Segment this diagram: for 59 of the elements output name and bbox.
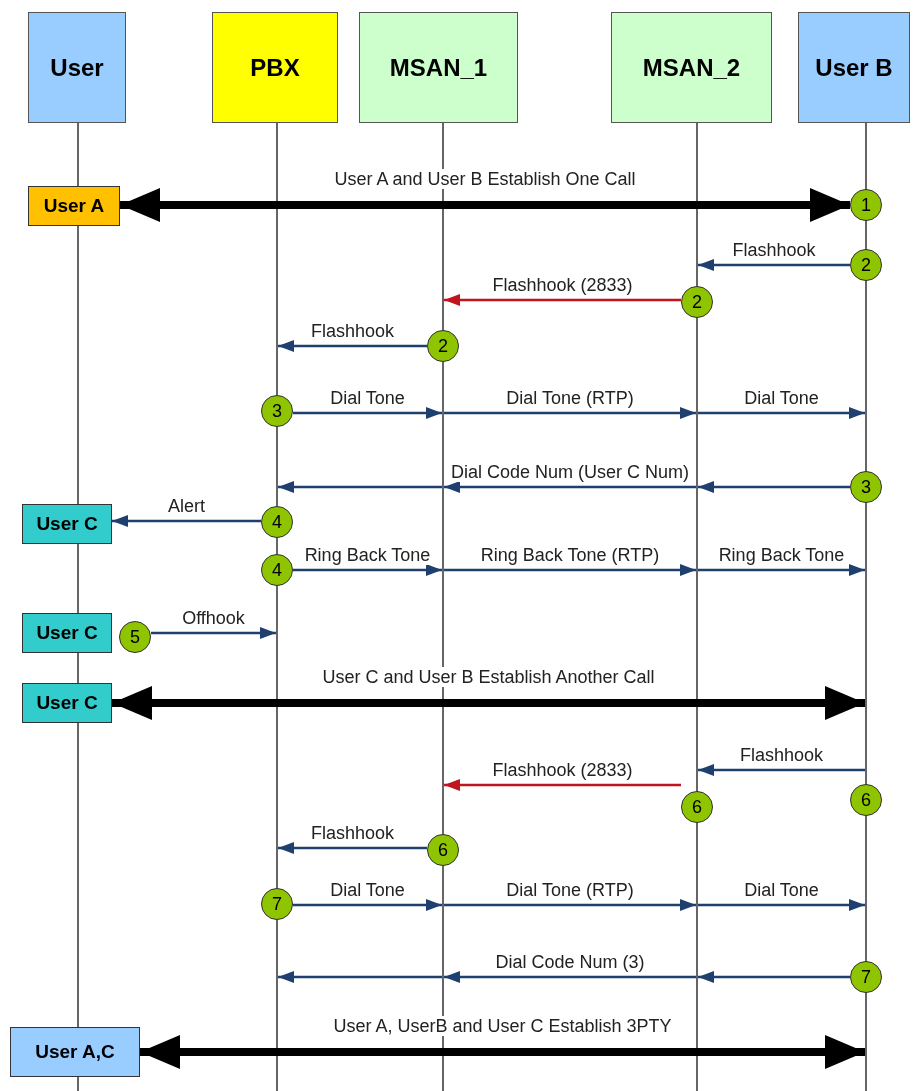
lifeline — [276, 123, 278, 1091]
participant-box: User — [28, 12, 126, 123]
lifeline — [442, 123, 444, 1091]
step-circle: 5 — [119, 621, 151, 653]
arrow — [444, 481, 696, 493]
arrow — [444, 899, 696, 911]
arrow — [444, 407, 696, 419]
arrow — [112, 515, 261, 527]
participant-box: PBX — [212, 12, 338, 123]
arrow — [120, 188, 850, 222]
arrow — [278, 481, 442, 493]
arrow — [151, 627, 276, 639]
participant-box: MSAN_2 — [611, 12, 772, 123]
lifeline — [696, 123, 698, 1091]
step-circle: 6 — [850, 784, 882, 816]
arrow — [444, 779, 681, 791]
arrow — [278, 842, 427, 854]
edge-label: Dial Code Num (3) — [493, 952, 647, 972]
arrow — [444, 971, 696, 983]
edge-label: Flashhook (2833) — [490, 760, 635, 780]
arrow — [444, 294, 681, 306]
arrow — [698, 971, 850, 983]
participant-box: User B — [798, 12, 910, 123]
arrow — [293, 899, 442, 911]
arrow — [293, 564, 442, 576]
participant-box: User A,C — [10, 1027, 140, 1077]
step-circle: 6 — [681, 791, 713, 823]
step-circle: 2 — [850, 249, 882, 281]
arrow — [278, 340, 427, 352]
participant-box: User A — [28, 186, 120, 226]
arrow — [698, 564, 865, 576]
step-circle: 1 — [850, 189, 882, 221]
participant-box: User C — [22, 683, 112, 723]
step-circle: 7 — [261, 888, 293, 920]
arrow — [698, 764, 865, 776]
edge-label: User A, UserB and User C Establish 3PTY — [331, 1016, 674, 1036]
edge-label: User A and User B Establish One Call — [332, 169, 638, 189]
arrow — [698, 899, 865, 911]
participant-box: User C — [22, 613, 112, 653]
arrow — [698, 481, 850, 493]
participant-box: MSAN_1 — [359, 12, 518, 123]
step-circle: 3 — [850, 471, 882, 503]
step-circle: 2 — [427, 330, 459, 362]
edge-label: Dial Tone (RTP) — [504, 388, 636, 408]
step-circle: 2 — [681, 286, 713, 318]
arrow — [698, 259, 850, 271]
step-circle: 6 — [427, 834, 459, 866]
step-circle: 7 — [850, 961, 882, 993]
step-circle: 4 — [261, 554, 293, 586]
edge-label: Dial Tone (RTP) — [504, 880, 636, 900]
step-circle: 3 — [261, 395, 293, 427]
arrow — [444, 564, 696, 576]
participant-box: User C — [22, 504, 112, 544]
arrow — [293, 407, 442, 419]
edge-label: User C and User B Establish Another Call — [320, 667, 657, 687]
step-circle: 4 — [261, 506, 293, 538]
arrow — [698, 407, 865, 419]
edge-label: Flashhook (2833) — [490, 275, 635, 295]
arrow — [278, 971, 442, 983]
